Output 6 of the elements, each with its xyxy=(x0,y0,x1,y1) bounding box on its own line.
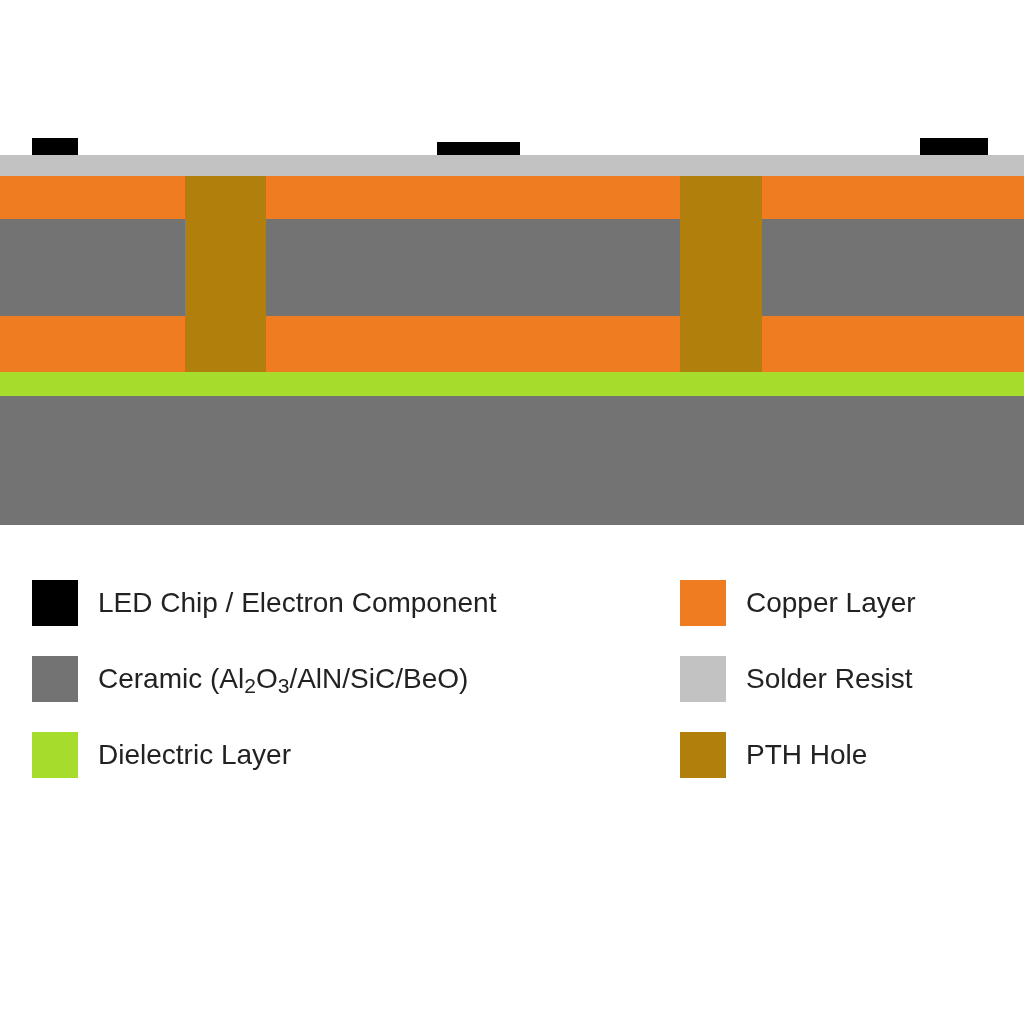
legend-label: LED Chip / Electron Component xyxy=(98,586,497,620)
legend-label: Copper Layer xyxy=(746,586,916,620)
legend-label: Dielectric Layer xyxy=(98,738,291,772)
legend-label: Ceramic (Al$_{2}$O$_{3}$/AlN/SiC/BeO) xyxy=(98,662,469,700)
legend-label: PTH Hole xyxy=(746,738,868,772)
legend-label: Solder Resist xyxy=(746,662,913,696)
